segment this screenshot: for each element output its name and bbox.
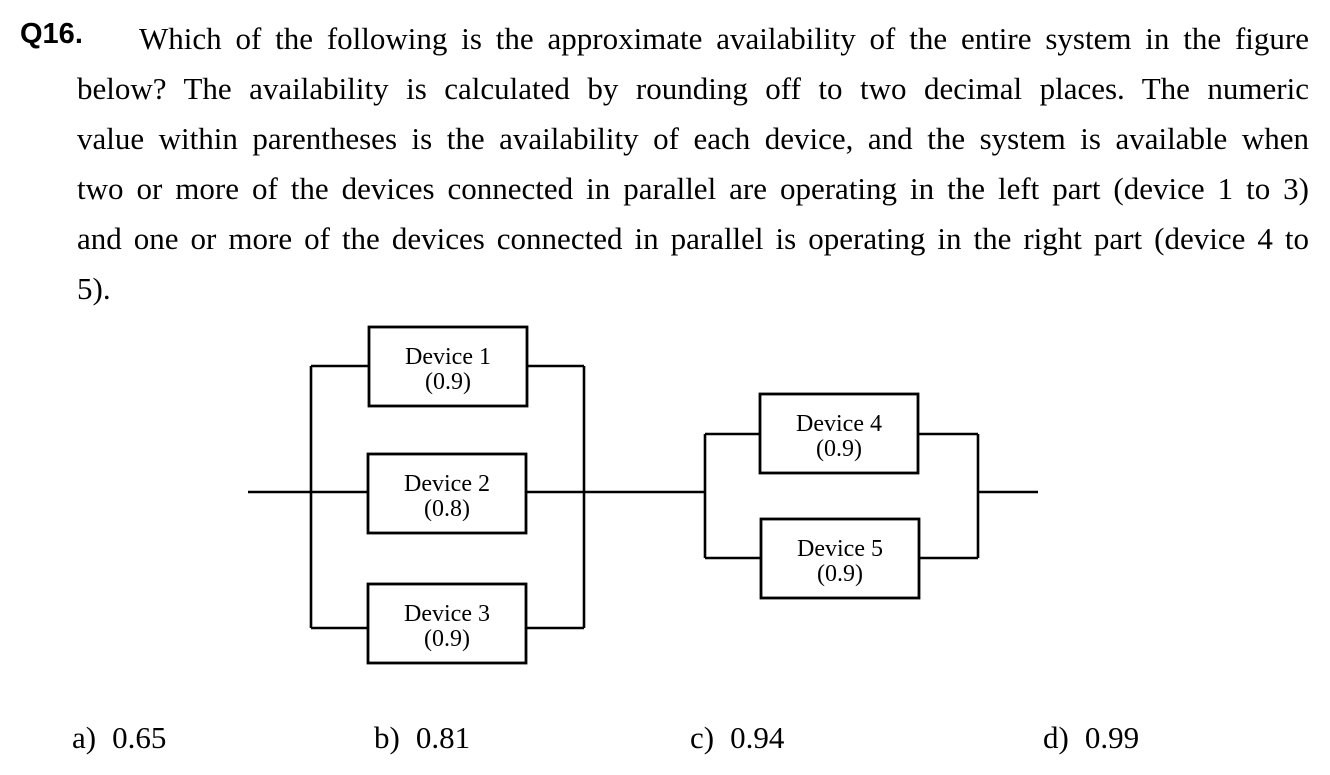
stem-line: two or more of the devices connected in … xyxy=(77,171,1309,206)
stem-line: below? The availability is calculated by… xyxy=(77,71,1309,106)
device-4-box xyxy=(758,392,920,475)
option-d[interactable]: d) 0.99 xyxy=(1043,718,1139,758)
device-1-availability: (0.9) xyxy=(425,369,471,395)
device-5-box xyxy=(759,517,921,600)
device-1-block: Device 1 (0.9) xyxy=(367,325,529,408)
device-4-block: Device 4 (0.9) xyxy=(758,392,920,475)
option-value: 0.94 xyxy=(730,720,785,755)
stem-line: and one or more of the devices connected… xyxy=(77,221,1309,256)
stem-line: Which of the following is the approximat… xyxy=(139,21,1309,56)
device-5-block: Device 5 (0.9) xyxy=(759,517,921,600)
option-c[interactable]: c) 0.94 xyxy=(690,718,784,758)
stem-line: value within parentheses is the availabi… xyxy=(77,121,1309,156)
device-2-label: Device 2 xyxy=(404,471,490,497)
device-2-block: Device 2 (0.8) xyxy=(366,452,528,535)
device-4-label: Device 4 xyxy=(796,411,882,437)
stem-line: 5). xyxy=(77,271,111,306)
device-4-availability: (0.9) xyxy=(816,436,862,462)
device-2-box xyxy=(366,452,528,535)
device-1-box xyxy=(367,325,529,408)
device-2-availability: (0.8) xyxy=(424,496,470,522)
device-5-availability: (0.9) xyxy=(817,561,863,587)
option-letter: b) xyxy=(374,720,400,755)
option-b[interactable]: b) 0.81 xyxy=(374,718,470,758)
device-3-box xyxy=(366,582,528,665)
option-letter: c) xyxy=(690,720,715,755)
option-value: 0.65 xyxy=(112,720,167,755)
device-1-label: Device 1 xyxy=(405,344,491,370)
device-3-block: Device 3 (0.9) xyxy=(366,582,528,665)
device-3-label: Device 3 xyxy=(404,601,490,627)
question-number: Q16. xyxy=(20,18,83,50)
device-3-availability: (0.9) xyxy=(424,626,470,652)
question-stem: Which of the following is the approximat… xyxy=(77,14,1309,314)
option-letter: d) xyxy=(1043,720,1069,755)
option-letter: a) xyxy=(72,720,97,755)
device-5-label: Device 5 xyxy=(797,536,883,562)
option-value: 0.81 xyxy=(415,720,471,755)
option-value: 0.99 xyxy=(1084,720,1140,755)
option-a[interactable]: a) 0.65 xyxy=(72,718,166,758)
